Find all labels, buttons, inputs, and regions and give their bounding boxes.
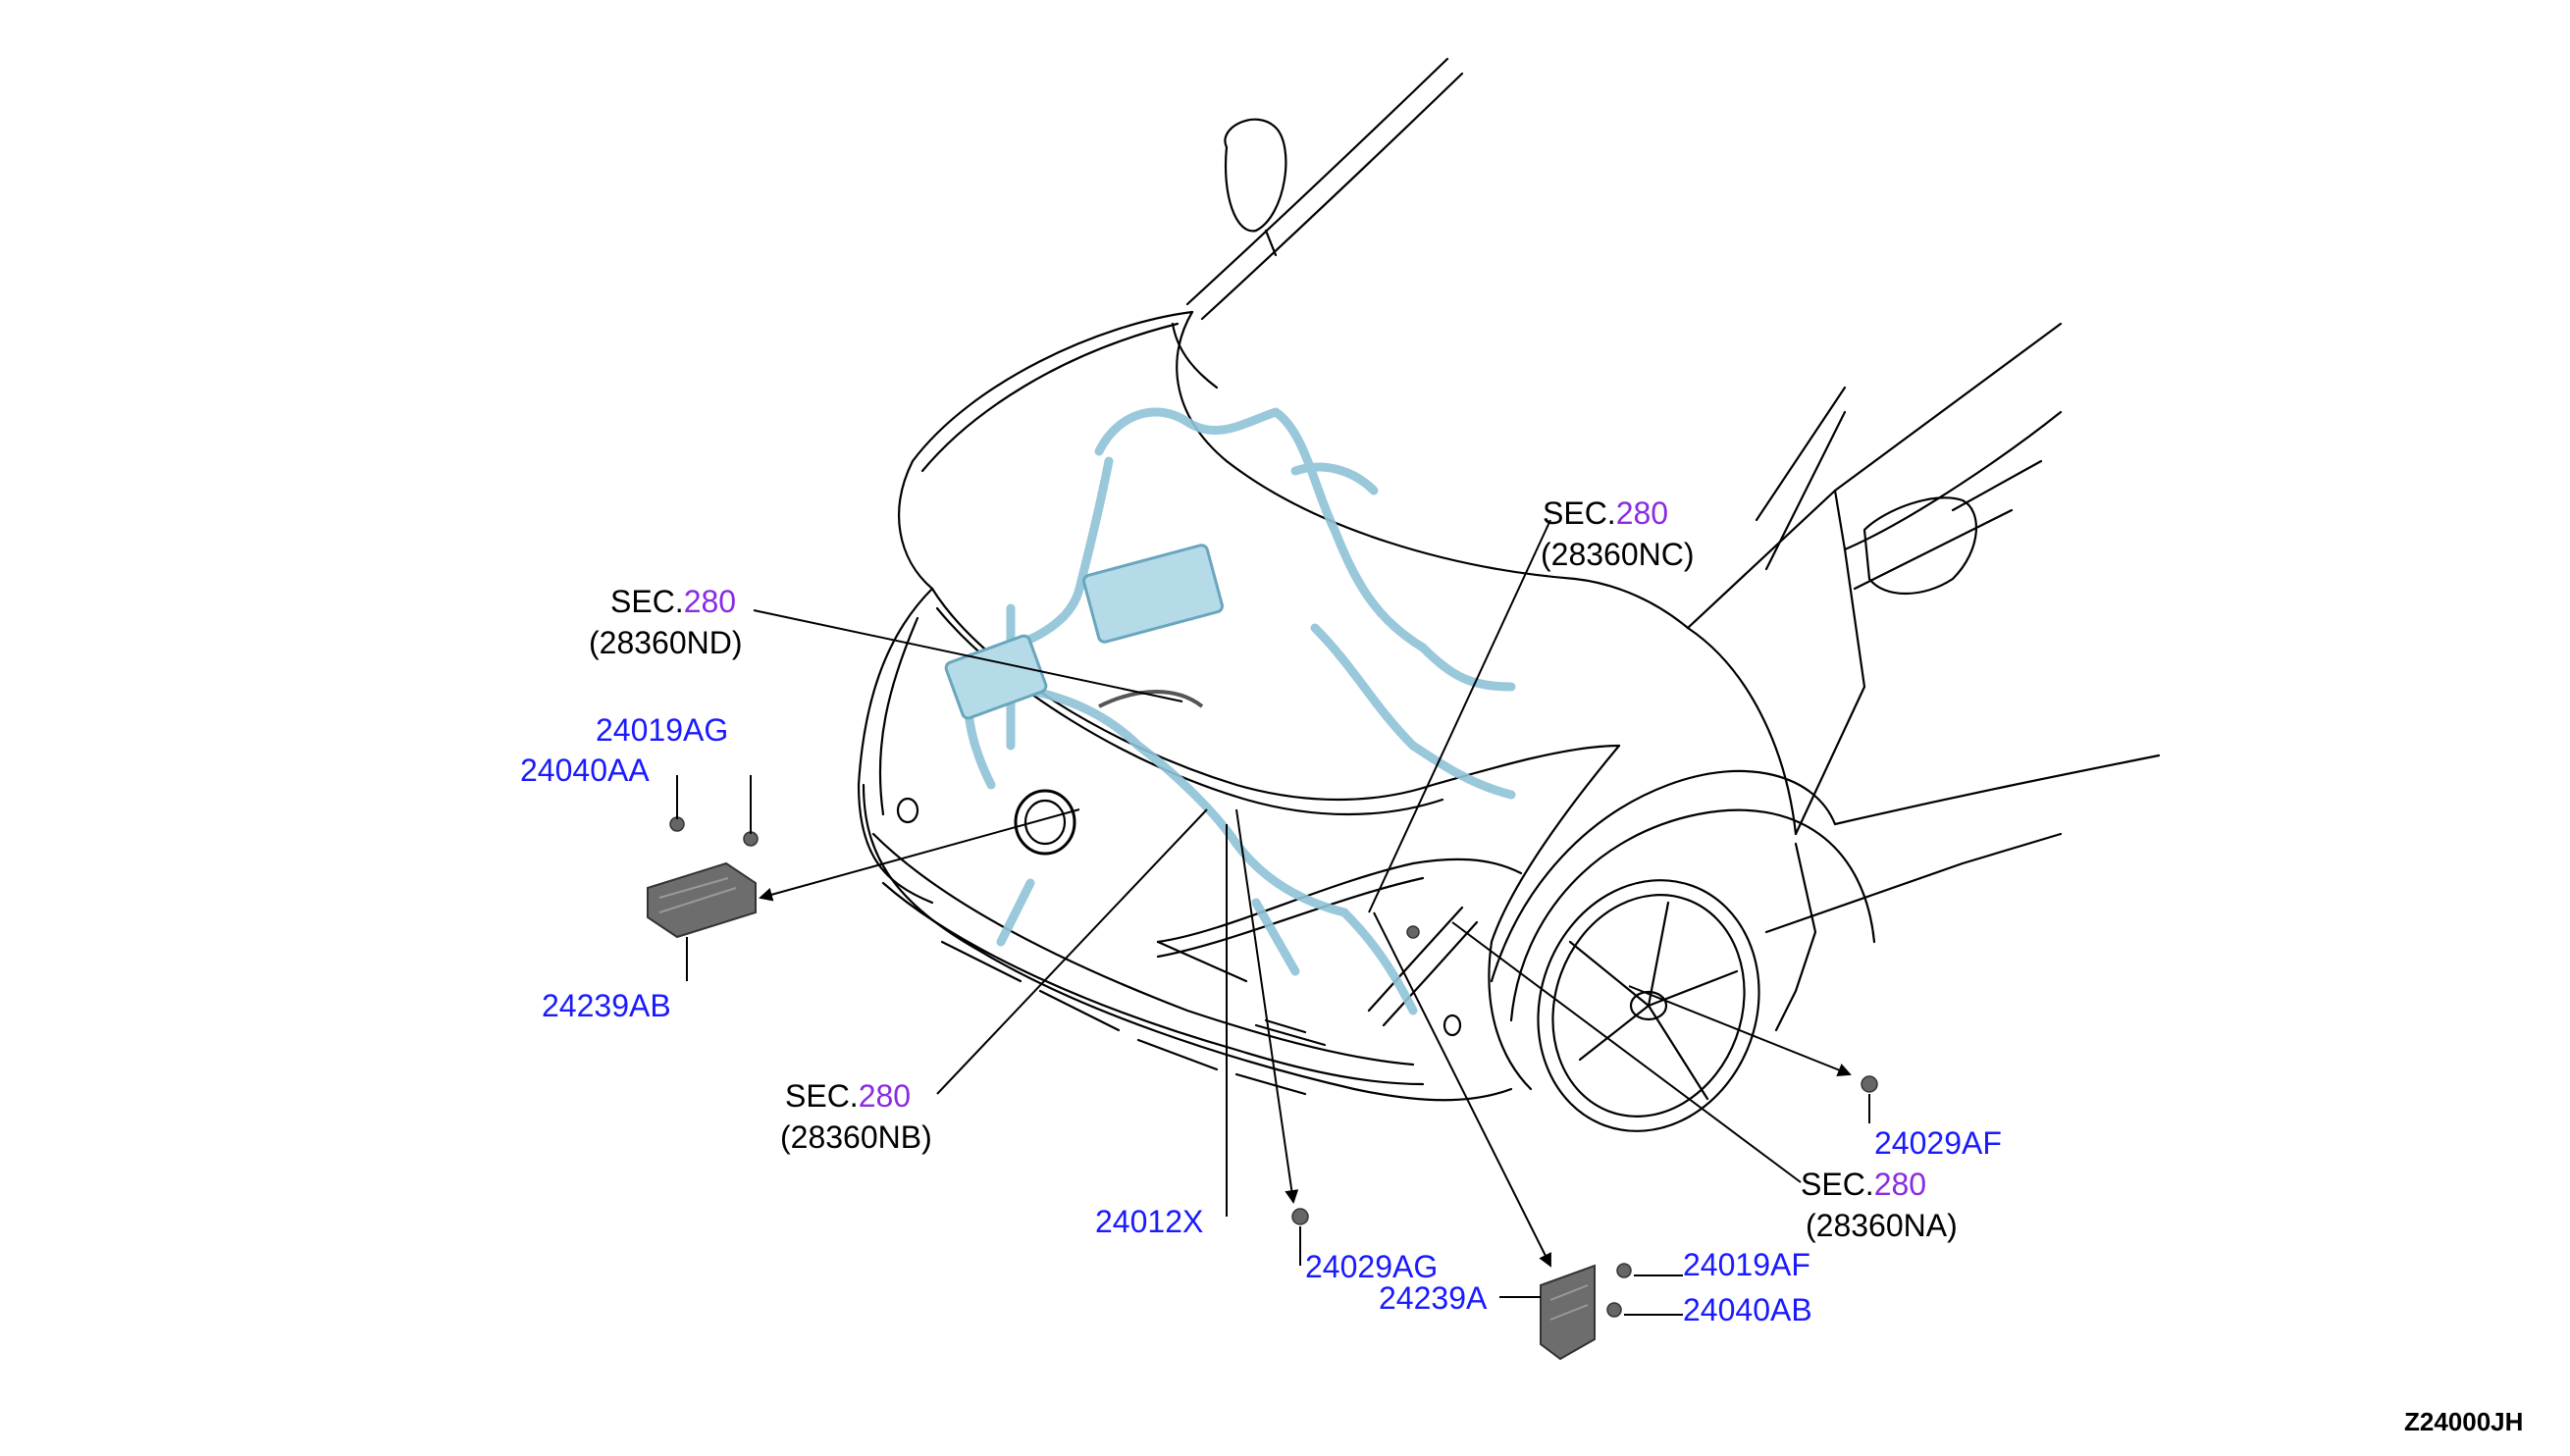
section-prefix: SEC. xyxy=(1801,1167,1874,1202)
section-number: 280 xyxy=(858,1078,912,1114)
section-ref-28360nd: SEC.280 xyxy=(610,585,736,618)
section-number: 280 xyxy=(683,584,737,619)
part-24029af[interactable]: 24029AF xyxy=(1874,1125,2002,1161)
section-ref-28360na: SEC.280 xyxy=(1801,1168,1926,1201)
part-24239a[interactable]: 24239A xyxy=(1379,1280,1488,1316)
part-24239ab[interactable]: 24239AB xyxy=(542,988,671,1023)
battery-module xyxy=(944,544,1224,720)
section-ref-28360nb: SEC.280 xyxy=(785,1079,911,1113)
part-24029ag[interactable]: 24029AG xyxy=(1305,1249,1439,1284)
section-number: 280 xyxy=(1615,495,1669,531)
section-ref-28360nc: SEC.280 xyxy=(1543,496,1668,530)
bracket-24239a xyxy=(1540,1264,1596,1361)
part-24012x[interactable]: 24012X xyxy=(1095,1204,1204,1239)
callout-28360nd: (28360ND) xyxy=(589,625,743,660)
callout-28360na: (28360NA) xyxy=(1806,1208,1958,1243)
section-number: 280 xyxy=(1873,1167,1927,1202)
callout-28360nb: (28360NB) xyxy=(780,1119,932,1155)
bracket-24239ab xyxy=(647,861,757,939)
leader-lines xyxy=(676,519,1870,1316)
part-24019af[interactable]: 24019AF xyxy=(1683,1247,1810,1282)
diagram-code: Z24000JH xyxy=(2404,1407,2524,1436)
section-prefix: SEC. xyxy=(610,584,684,619)
callout-28360nc: (28360NC) xyxy=(1541,537,1695,572)
arrows xyxy=(759,808,1852,1268)
part-24019ag[interactable]: 24019AG xyxy=(596,712,729,748)
section-prefix: SEC. xyxy=(785,1078,859,1114)
part-24040aa[interactable]: 24040AA xyxy=(520,753,650,788)
section-prefix: SEC. xyxy=(1543,495,1616,531)
part-24040ab[interactable]: 24040AB xyxy=(1683,1292,1812,1327)
